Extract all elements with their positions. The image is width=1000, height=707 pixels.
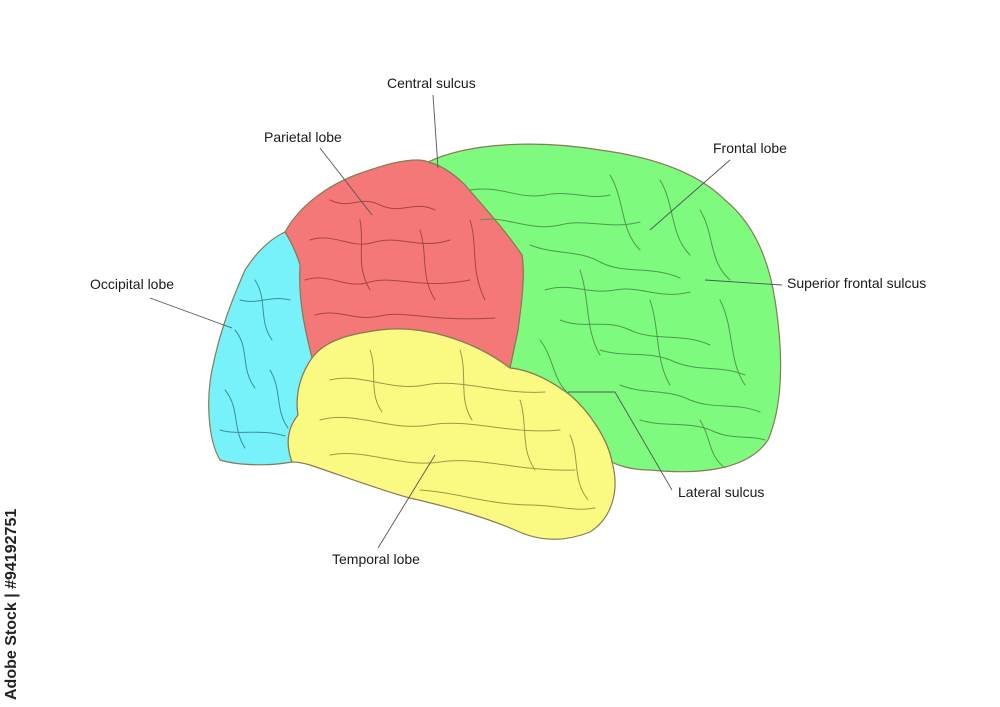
leader-superior-frontal-sulcus — [704, 279, 783, 286]
leader-central-sulcus — [432, 94, 439, 169]
parietal-gyri — [304, 199, 496, 320]
central-sulcus-label: Central sulcus — [387, 75, 476, 91]
occipital-gyri — [219, 279, 291, 449]
temporal-lobe-label: Temporal lobe — [332, 551, 420, 567]
leader-lateral-sulcus — [568, 391, 673, 491]
stock-id-watermark: Adobe Stock | #94192751 — [3, 508, 20, 700]
leader-frontal-lobe — [649, 159, 731, 231]
leader-occipital-lobe — [149, 297, 233, 329]
occipital-lobe — [208, 231, 313, 466]
frontal-lobe-label: Frontal lobe — [713, 140, 787, 156]
superior-frontal-sulcus-label: Superior frontal sulcus — [787, 275, 927, 291]
temporal-gyri — [319, 349, 596, 510]
leader-parietal-lobe — [319, 147, 373, 216]
frontal-gyri — [469, 174, 766, 469]
parietal-lobe-label: Parietal lobe — [264, 129, 342, 145]
leader-lines — [149, 94, 783, 549]
temporal-lobe — [287, 328, 616, 540]
leader-temporal-lobe — [377, 454, 436, 549]
lateral-sulcus-label: Lateral sulcus — [678, 484, 765, 500]
occipital-lobe-label: Occipital lobe — [90, 276, 175, 292]
